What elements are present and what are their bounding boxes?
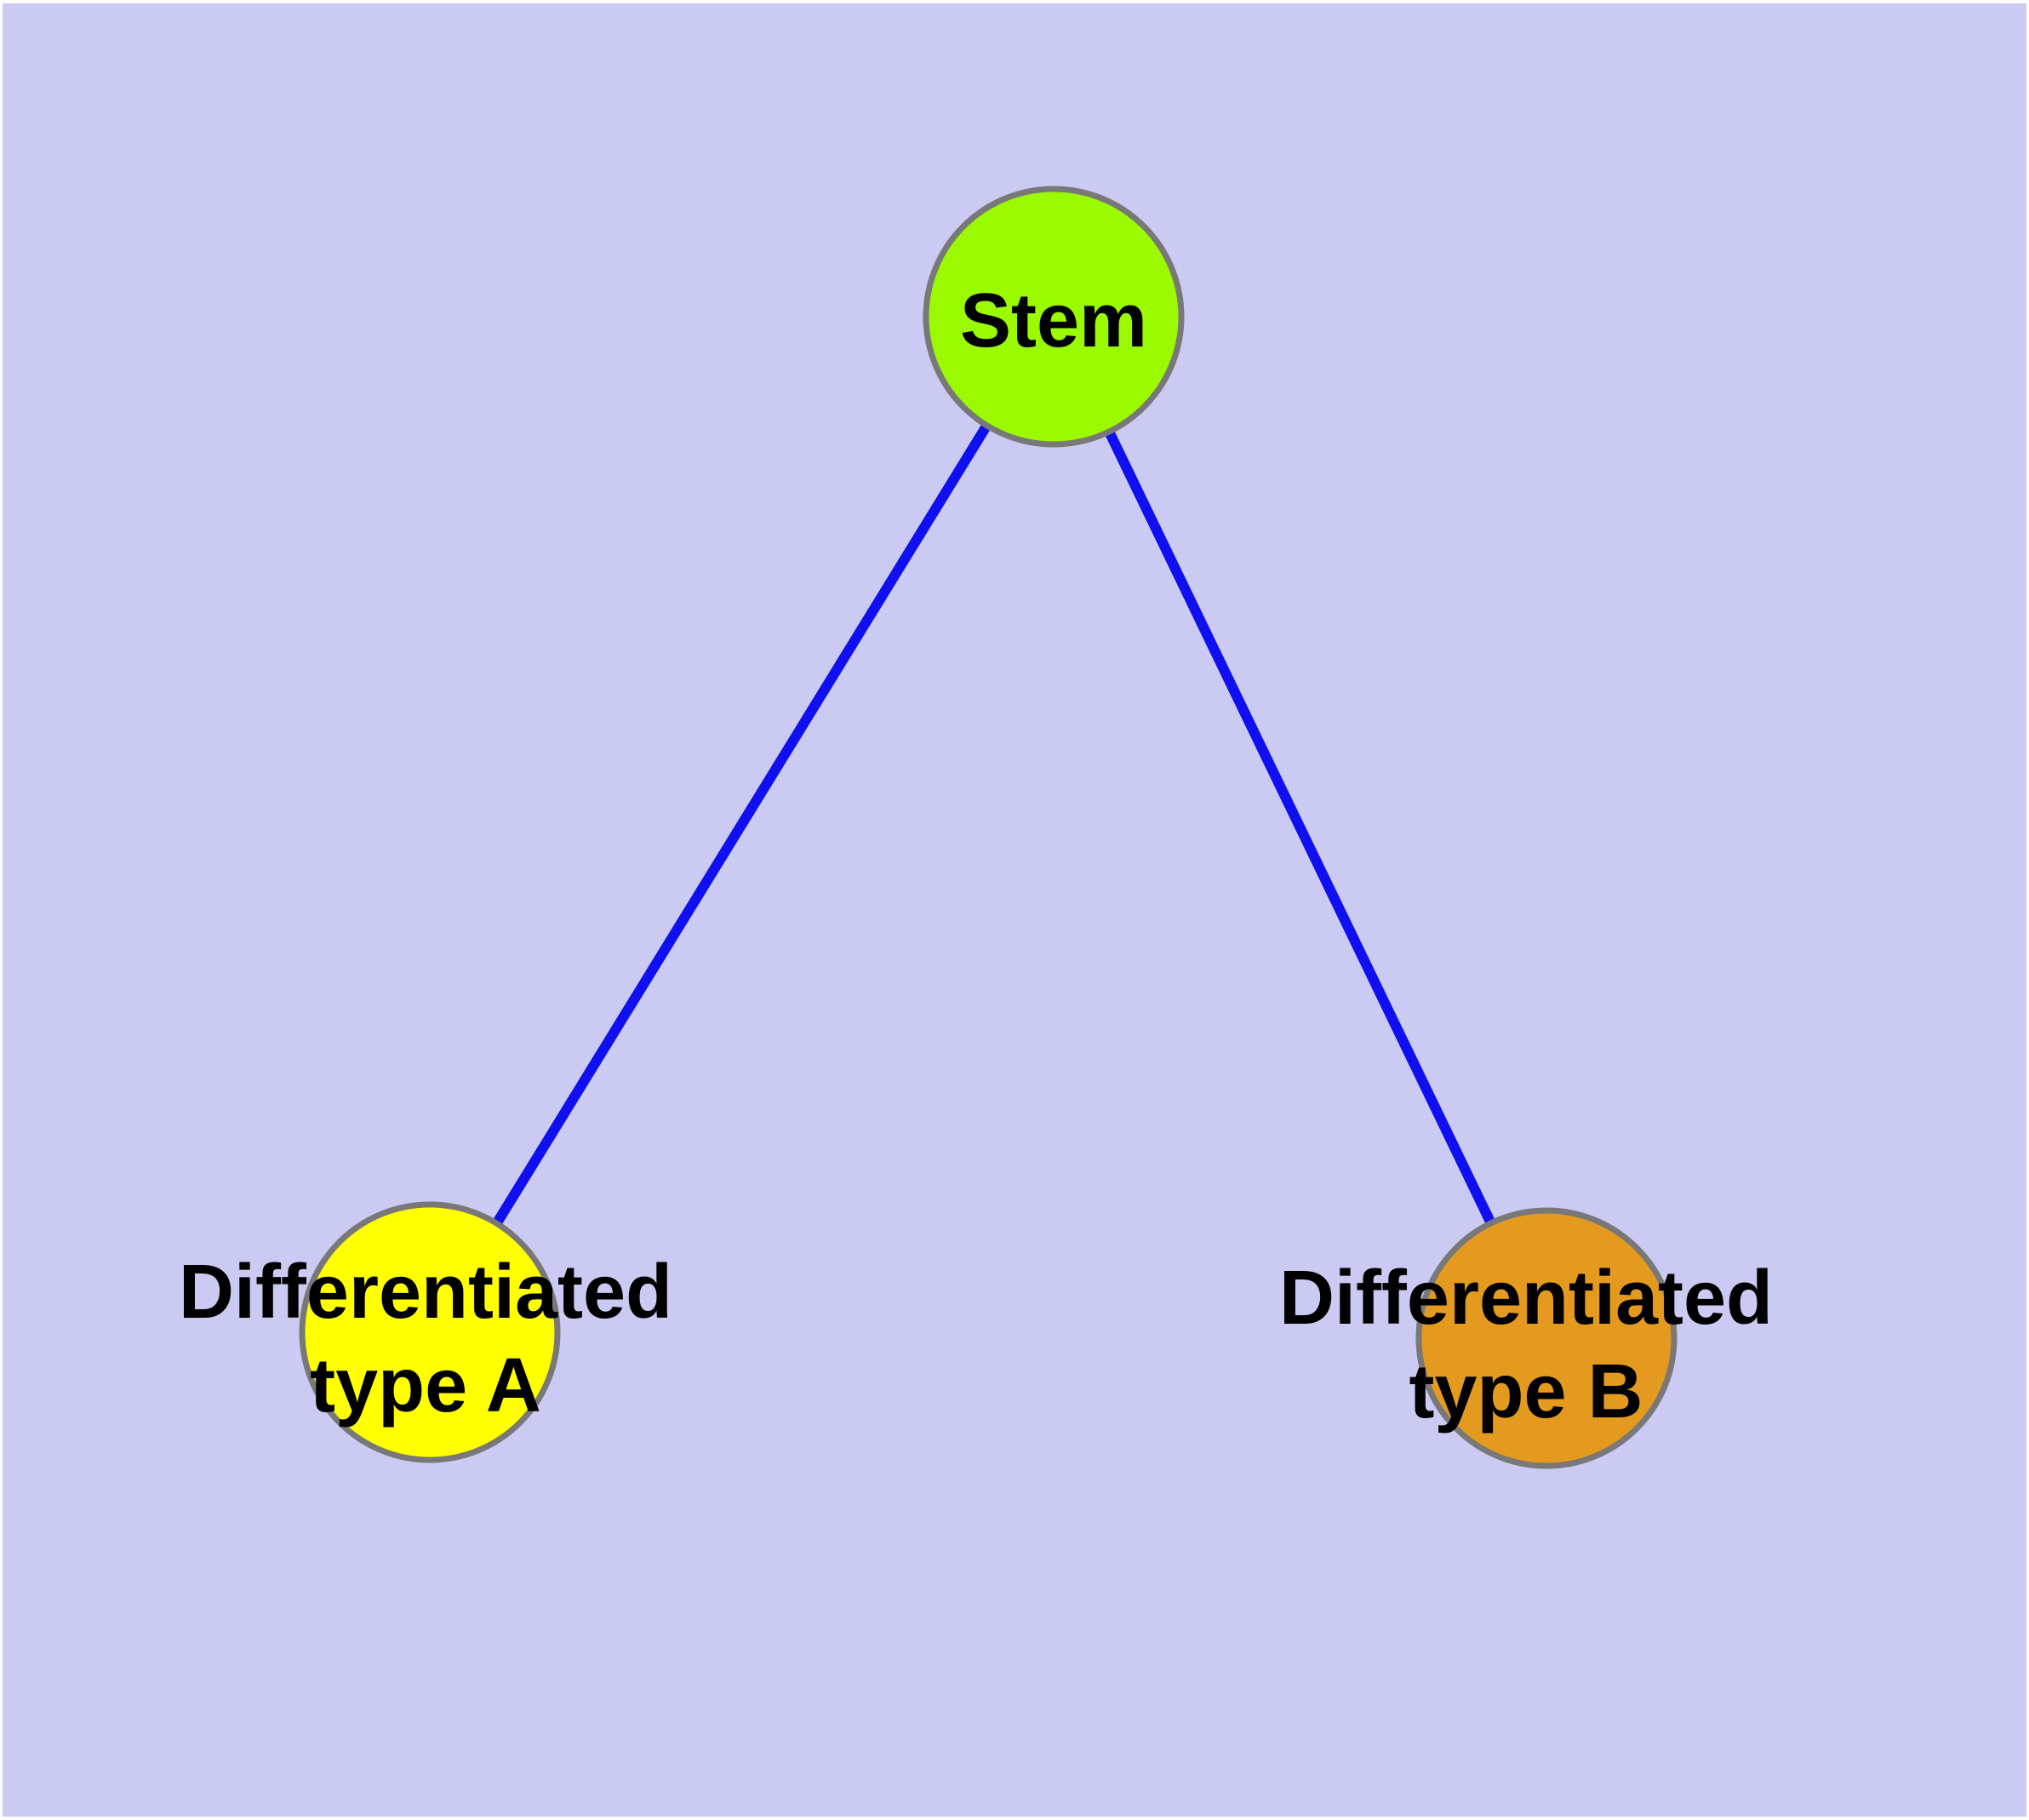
- node-stem-circle: [923, 186, 1185, 448]
- node-type-a-circle: [299, 1201, 561, 1463]
- node-type-a-label-line1: Differentiated: [179, 1250, 672, 1335]
- node-type-b-circle: [1415, 1207, 1677, 1469]
- label-group: Stem Differentiated type A Differentiate…: [179, 278, 1773, 1434]
- edge-stem-to-type-b: [1049, 314, 1552, 1341]
- node-group: [299, 186, 1677, 1469]
- edge-group: [425, 313, 1552, 1341]
- edge-stem-to-type-a: [425, 313, 1059, 1336]
- node-type-b-label-line2: type B: [1409, 1349, 1643, 1434]
- node-type-a-label-line2: type A: [310, 1343, 541, 1428]
- node-type-b-label-line1: Differentiated: [1279, 1256, 1773, 1341]
- node-stem-label: Stem: [960, 278, 1147, 363]
